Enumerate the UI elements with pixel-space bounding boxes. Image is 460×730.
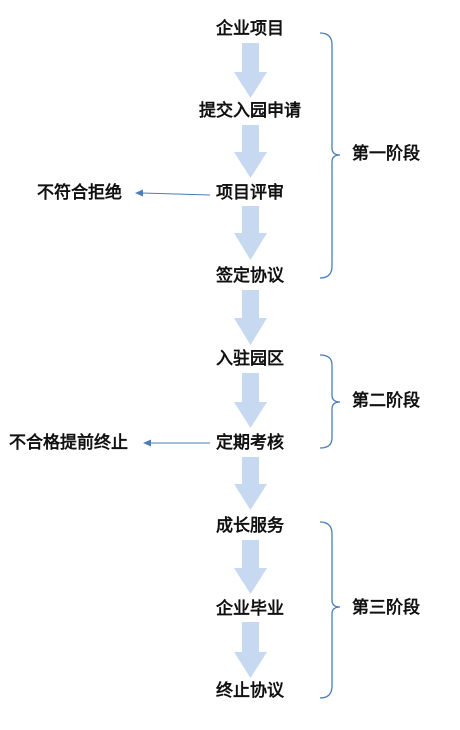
flow-arrow-5 [234,373,267,428]
step-growth-service: 成长服务 [216,516,284,536]
flow-arrow-7 [234,540,267,594]
step-terminate-agreement: 终止协议 [216,681,284,701]
step-sign-agreement: 签定协议 [216,266,284,286]
reject-arrow-2 [143,439,210,447]
step-enter-park: 入驻园区 [216,349,284,369]
bracket-phase-3 [319,521,341,699]
reject-label-1: 不符合拒绝 [37,183,122,203]
step-enterprise-project: 企业项目 [216,19,284,39]
step-submit-application: 提交入园申请 [199,101,301,121]
phase-brackets [319,32,341,699]
step-project-review: 项目评审 [216,183,284,203]
reject-label-2: 不合格提前终止 [9,433,128,453]
flow-arrow-4 [234,290,267,345]
bracket-phase-1 [319,32,341,279]
bracket-phase-2 [319,354,341,449]
phase-label-1: 第一阶段 [352,144,420,164]
flow-arrow-1 [234,43,267,98]
phase-label-2: 第二阶段 [352,391,420,411]
flow-arrow-6 [234,457,267,510]
step-periodic-assessment: 定期考核 [216,433,284,453]
phase-label-3: 第三阶段 [352,598,420,618]
reject-arrow-1 [135,189,211,197]
flow-arrows [234,43,267,678]
flow-arrow-3 [234,206,267,260]
step-graduation: 企业毕业 [216,599,284,619]
flow-arrow-2 [234,125,267,178]
flow-arrow-8 [234,622,267,678]
